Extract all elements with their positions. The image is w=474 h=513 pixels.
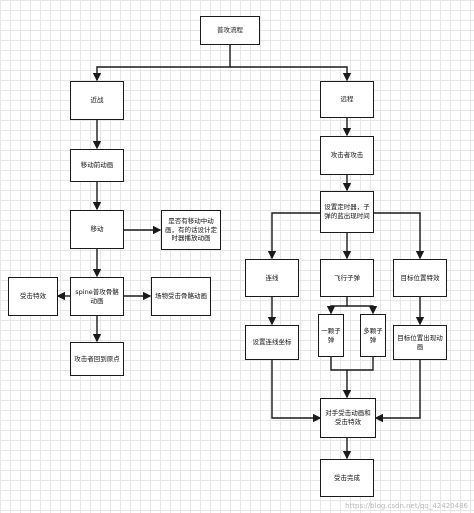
node-set-line-coord: 设置连线坐标 [245, 325, 299, 360]
node-target-effect: 目标位置特效 [393, 259, 447, 297]
edge-timer-targeteffect [374, 212, 425, 260]
node-return: 攻击者回到原点 [70, 342, 124, 376]
edge-bullet-single [326, 297, 348, 315]
edge-multi-hit [347, 357, 374, 371]
node-hit-effect-left: 受击特效 [8, 277, 58, 316]
edge-start-ranged [230, 66, 352, 82]
edge-start-melee [92, 66, 230, 82]
node-ranged: 远程 [320, 81, 374, 118]
edge-timer-line [267, 212, 320, 260]
node-multi-bullet: 多颗子弹 [360, 314, 386, 357]
watermark: https://blog.csdn.net/qq_42420486 [345, 502, 468, 510]
edge-single-hit [330, 357, 352, 399]
node-set-target-anim: 目标位置出现动画 [393, 325, 447, 360]
node-attacker-attack: 攻击者攻击 [320, 136, 374, 175]
node-line: 连线 [245, 259, 299, 297]
edge-setcoord-hit [271, 360, 322, 423]
node-single-bullet: 一颗子弹 [318, 314, 344, 357]
node-timer: 设置定时器，子弹的蓝出现时间 [320, 191, 374, 233]
node-move: 移动 [70, 210, 124, 249]
node-target-hit: 场物受击骨骼动画 [151, 277, 211, 316]
node-note: 是否有移动中动画，有的话设计定时器播放动画 [161, 210, 221, 250]
node-start: 普攻流程 [200, 16, 260, 45]
node-move-anim: 移动前动画 [70, 149, 124, 182]
edge-setanim-hit [374, 360, 421, 423]
node-spine-attack: spine普攻骨骼动画 [70, 277, 124, 316]
node-target-hit-effect: 对手受击动画和受击特效 [320, 398, 376, 438]
node-bullet: 飞行子弹 [320, 259, 374, 297]
node-melee: 近战 [70, 81, 124, 120]
node-hit-done: 受击完成 [320, 459, 374, 497]
edge-bullet-multi [347, 305, 378, 315]
